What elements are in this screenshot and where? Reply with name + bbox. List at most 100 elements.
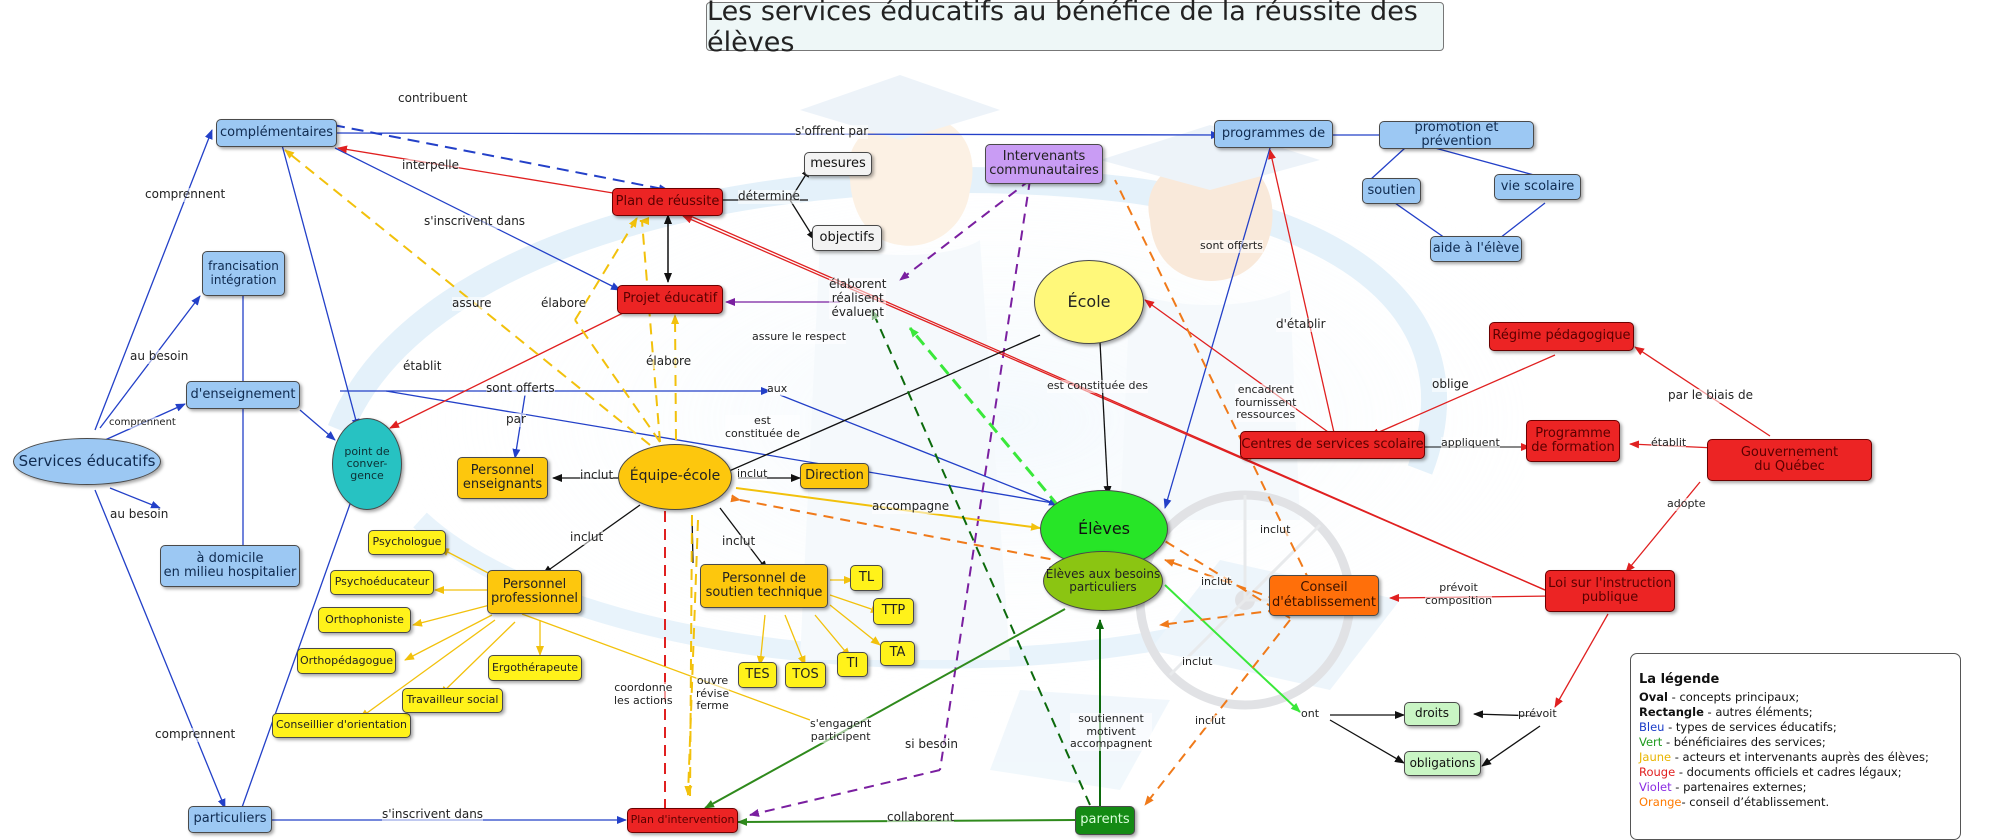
legend-key: Oval [1639,690,1668,704]
legend-row: Rectangle - autres éléments; [1639,705,1952,720]
link-label-assure: assure [452,296,492,311]
link-label-determine: détermine [738,189,800,204]
legend-row: Jaune - acteurs et intervenants auprès d… [1639,750,1952,765]
link-label-prevoit-composition: prévoit composition [1425,581,1493,608]
legend-row: Bleu - types de services éducatifs; [1639,720,1952,735]
legend-row: Rouge - documents officiels et cadres lé… [1639,765,1952,780]
node-complementaires[interactable]: complémentaires [216,119,337,147]
node-enseignement[interactable]: d'enseignement [186,381,300,409]
node-domicile[interactable]: à domicile en milieu hospitalier [160,545,300,587]
node-ecole[interactable]: École [1034,260,1144,344]
legend-key: Violet [1639,780,1672,794]
node-regime[interactable]: Régime pédagogique [1489,322,1634,351]
node-ti[interactable]: TI [837,652,868,677]
link-label-oblige: oblige [1432,377,1469,392]
legend-key: Bleu [1639,720,1665,734]
legend-row: Oval - concepts principaux; [1639,690,1952,705]
node-orthophoniste[interactable]: Orthophoniste [318,607,411,633]
node-objectifs[interactable]: objectifs [812,225,882,251]
link-label-au-besoin-2: au besoin [110,507,169,522]
link-label-sinscrivent-1: s'inscrivent dans [424,214,526,229]
node-direction[interactable]: Direction [800,463,869,489]
node-aide-eleve[interactable]: aide à l'élève [1430,236,1522,262]
link-label-ouvre: ouvre révise ferme [696,674,730,713]
node-programme-formation[interactable]: Programme de formation [1526,420,1620,462]
legend: La légende Oval - concepts principaux;Re… [1630,653,1961,840]
node-orthopedagogue[interactable]: Orthopédagogue [297,648,396,674]
node-projet-educatif[interactable]: Projet éducatif [617,285,723,314]
node-soutien[interactable]: soutien [1362,178,1421,204]
legend-row: Violet - partenaires externes; [1639,780,1952,795]
legend-text: - partenaires externes; [1671,780,1807,794]
node-travailleur-social[interactable]: Travailleur social [402,688,503,713]
node-tes[interactable]: TES [738,662,777,688]
legend-text: - concepts principaux; [1667,690,1800,704]
node-particuliers[interactable]: particuliers [188,806,272,833]
link-label-sont-offerts-2: sont offerts [1200,239,1263,253]
link-label-au-besoin-1: au besoin [130,349,189,364]
node-services-educatifs[interactable]: Services éducatifs [13,438,161,485]
link-label-contribuent: contribuent [398,91,468,106]
legend-title: La légende [1639,672,1720,687]
legend-text: - documents officiels et cadres légaux; [1675,765,1902,779]
node-parents[interactable]: parents [1075,806,1135,835]
node-conseil[interactable]: Conseil d'établissement [1269,575,1379,616]
node-promotion[interactable]: promotion et prévention [1379,120,1534,149]
link-label-accompagne: accompagne [872,499,950,514]
node-ta[interactable]: TA [880,641,915,666]
link-label-par-le-biais: par le biais de [1668,388,1753,403]
link-label-comprennent-3: comprennent [155,727,236,742]
legend-rows: Oval - concepts principaux;Rectangle - a… [1639,690,1952,810]
node-equipe-ecole[interactable]: Équipe-école [618,444,732,510]
link-label-appliquent: appliquent [1441,436,1500,450]
node-psychoeducateur[interactable]: Psychoéducateur [330,570,434,595]
legend-text: - acteurs et intervenants auprès des élè… [1671,750,1929,764]
node-intervenants[interactable]: Intervenants communautaires [985,144,1103,184]
node-psychologue[interactable]: Psychologue [368,530,446,555]
page-title: Les services éducatifs au bénéfice de la… [706,0,1444,58]
node-personnel-soutien[interactable]: Personnel de soutien technique [700,564,828,608]
link-label-elabore-2: élabore [646,354,692,369]
node-tos[interactable]: TOS [785,662,826,688]
node-gouvernement[interactable]: Gouvernement du Québec [1707,439,1872,481]
link-label-etablit-2: établit [1651,436,1687,450]
link-label-aux: aux [767,382,788,396]
node-droits[interactable]: droits [1404,702,1460,726]
node-tl[interactable]: TL [850,565,883,591]
node-ergotherapeute[interactable]: Ergothérapeute [488,655,582,681]
link-label-ont: ont [1301,707,1320,721]
link-label-detablir: d'établir [1276,317,1326,332]
node-programmes-de[interactable]: programmes de [1214,120,1333,148]
node-personnel-professionnel[interactable]: Personnel professionnel [487,570,582,614]
legend-key: Rectangle [1639,705,1704,719]
node-centres[interactable]: Centres de services scolaire [1240,431,1425,459]
node-eleves-besoins[interactable]: Élèves aux besoins particuliers [1043,551,1163,611]
link-label-prevoit: prévoit [1518,707,1557,721]
node-eleves[interactable]: Élèves [1040,490,1168,568]
node-ttp[interactable]: TTP [873,598,914,625]
node-obligations[interactable]: obligations [1404,751,1481,776]
link-label-sont-offerts-1: sont offerts [486,381,555,396]
link-label-inclut-5: inclut [1260,523,1291,537]
node-plan-reussite[interactable]: Plan de réussite [612,188,723,216]
node-loi[interactable]: Loi sur l'instruction publique [1545,570,1675,612]
link-label-assure-respect: assure le respect [752,330,846,344]
link-label-inclut-2: inclut [737,467,768,481]
node-plan-intervention[interactable]: Plan d'intervention [627,808,738,833]
legend-key: Orange [1639,795,1682,809]
node-conseiller-orientation[interactable]: Conseillier d'orientation [272,713,411,738]
node-personnel-enseignants[interactable]: Personnel enseignants [457,457,548,499]
link-label-encadrent: encadrent fournissent ressources [1235,383,1297,422]
link-label-inclut-7: inclut [1182,655,1213,669]
node-point-convergence[interactable]: point de conver- gence [332,418,402,510]
node-vie-scolaire[interactable]: vie scolaire [1494,174,1581,200]
node-francisation[interactable]: francisation intégration [202,251,285,296]
legend-key: Vert [1639,735,1663,749]
link-label-est-constituee-des: est constituée des [1047,379,1148,393]
link-label-etablit-1: établit [403,359,442,374]
link-label-coordonne: coordonne les actions [614,681,673,708]
link-label-comprennent-1: comprennent [145,187,226,202]
node-mesures[interactable]: mesures [804,152,872,176]
